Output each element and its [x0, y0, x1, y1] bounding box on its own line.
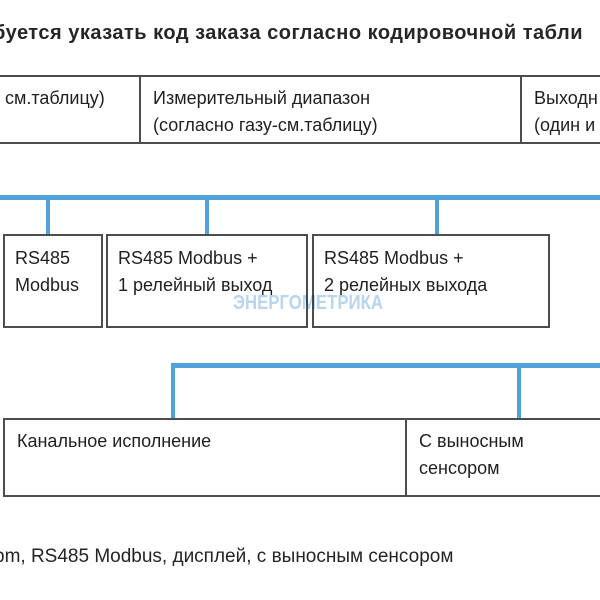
relay1-line-2: 1 релейный выход: [118, 275, 273, 295]
remote-sensor-line-2: сенсором: [419, 458, 500, 478]
option-box-rs485: RS485 Modbus: [3, 234, 103, 328]
remote-sensor-line-1: С выносным: [419, 431, 524, 451]
page-title-text: буется указать код заказа согласно кодир…: [0, 22, 584, 44]
footer-example-text-span: pm, RS485 Modbus, дисплей, с выносным се…: [0, 546, 454, 567]
range-line-1: Измерительный диапазон: [153, 88, 371, 108]
duct-version-line: Канальное исполнение: [17, 431, 212, 451]
spec-cell-gas: см.таблицу): [0, 77, 139, 142]
spec-cell-gas-line: см.таблицу): [5, 88, 105, 108]
spec-cell-measuring-range: Измерительный диапазон (согласно газу-см…: [139, 77, 520, 142]
relay2-line-1: RS485 Modbus +: [324, 248, 464, 268]
relay2-line-2: 2 релейных выхода: [324, 275, 488, 295]
spec-header-table: см.таблицу) Измерительный диапазон (согл…: [0, 75, 600, 144]
rs485-line-2: Modbus: [15, 275, 80, 295]
connector-rail-1: [0, 195, 600, 200]
connector-drop-1c: [435, 199, 439, 235]
mounting-option-table: Канальное исполнение С выносным сенсором: [3, 418, 600, 497]
cell-remote-sensor: С выносным сенсором: [405, 420, 600, 495]
option-box-rs485-1relay: RS485 Modbus + 1 релейный выход: [106, 234, 308, 328]
connector-drop-2a: [171, 363, 175, 419]
range-line-2: (согласно газу-см.таблицу): [153, 115, 378, 135]
connector-drop-1a: [46, 199, 50, 235]
page-title: буется указать код заказа согласно кодир…: [0, 22, 600, 52]
output-line-2: (один и: [534, 115, 596, 135]
rs485-line-1: RS485: [15, 248, 71, 268]
energometrika-watermark: ЭНЕРГОМЕТРИКА: [233, 292, 384, 314]
connector-drop-1b: [205, 199, 209, 235]
relay1-line-1: RS485 Modbus +: [118, 248, 258, 268]
spec-cell-output-signal: Выходн (один и: [520, 77, 600, 142]
option-box-rs485-2relay: RS485 Modbus + 2 релейных выхода: [312, 234, 550, 328]
connector-drop-2b: [517, 367, 521, 419]
output-line-1: Выходн: [534, 88, 598, 108]
cell-duct-version: Канальное исполнение: [5, 420, 405, 495]
footer-example-text: pm, RS485 Modbus, дисплей, с выносным се…: [0, 546, 600, 576]
connector-rail-2: [171, 363, 600, 368]
